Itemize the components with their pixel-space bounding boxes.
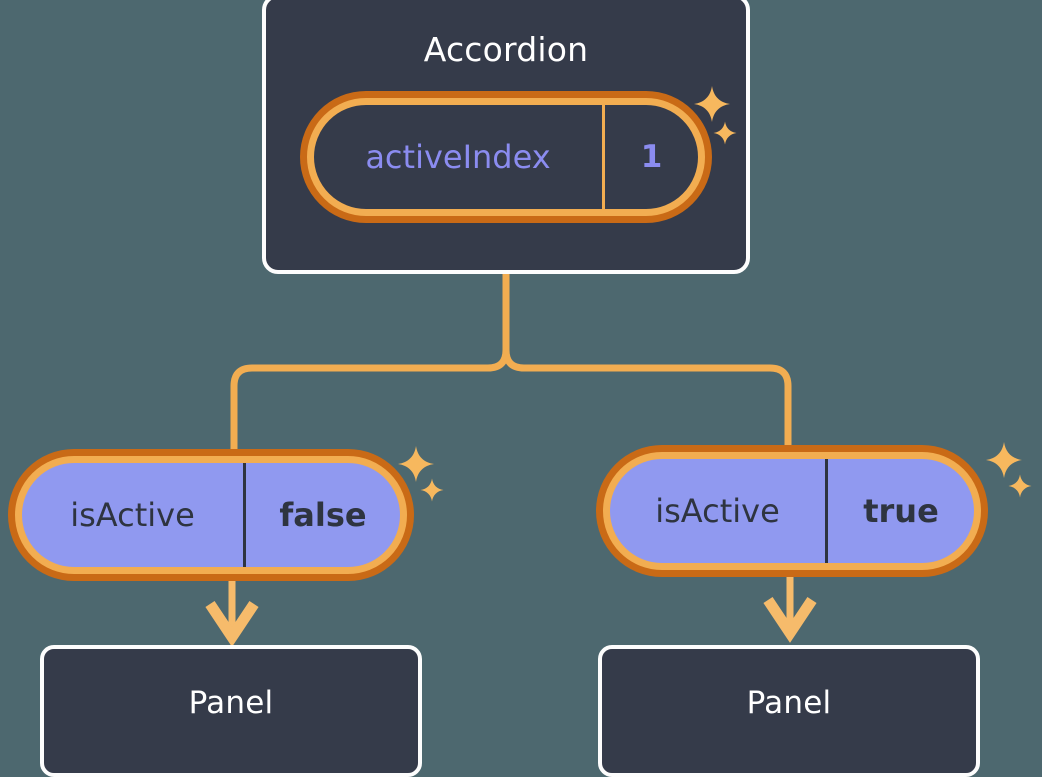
prop-key-is-active-left: isActive — [22, 463, 246, 567]
panel-title-left: Panel — [188, 685, 274, 721]
prop-pill-active-index[interactable]: activeIndex 1 — [307, 98, 705, 216]
arrow-left-head — [205, 600, 259, 647]
panel-component-box-left[interactable]: Panel — [40, 645, 422, 777]
sparkle-four-point-small-icon — [419, 477, 445, 503]
prop-pill-is-active-false[interactable]: isActive false — [15, 456, 407, 574]
arrow-right-head — [763, 596, 817, 643]
prop-value-is-active-left: false — [279, 496, 367, 534]
prop-value-active-index: 1 — [640, 139, 663, 175]
sparkle-four-point-icon — [396, 444, 436, 484]
arrow-left-group — [205, 578, 259, 647]
panel-title-right: Panel — [746, 685, 832, 721]
connector-branch-left — [230, 346, 510, 466]
prop-key-active-index: activeIndex — [314, 105, 605, 209]
arrow-right-group — [763, 574, 817, 643]
connector-branch-right — [502, 346, 792, 462]
prop-value-is-active-right: true — [863, 492, 939, 530]
sparkle-four-point-small-icon — [1007, 473, 1033, 499]
prop-pill-is-active-true[interactable]: isActive true — [603, 452, 981, 570]
sparkle-four-point-icon — [984, 440, 1024, 480]
panel-component-box-right[interactable]: Panel — [598, 645, 980, 777]
accordion-title: Accordion — [423, 30, 589, 69]
prop-key-is-active-right: isActive — [610, 459, 828, 563]
